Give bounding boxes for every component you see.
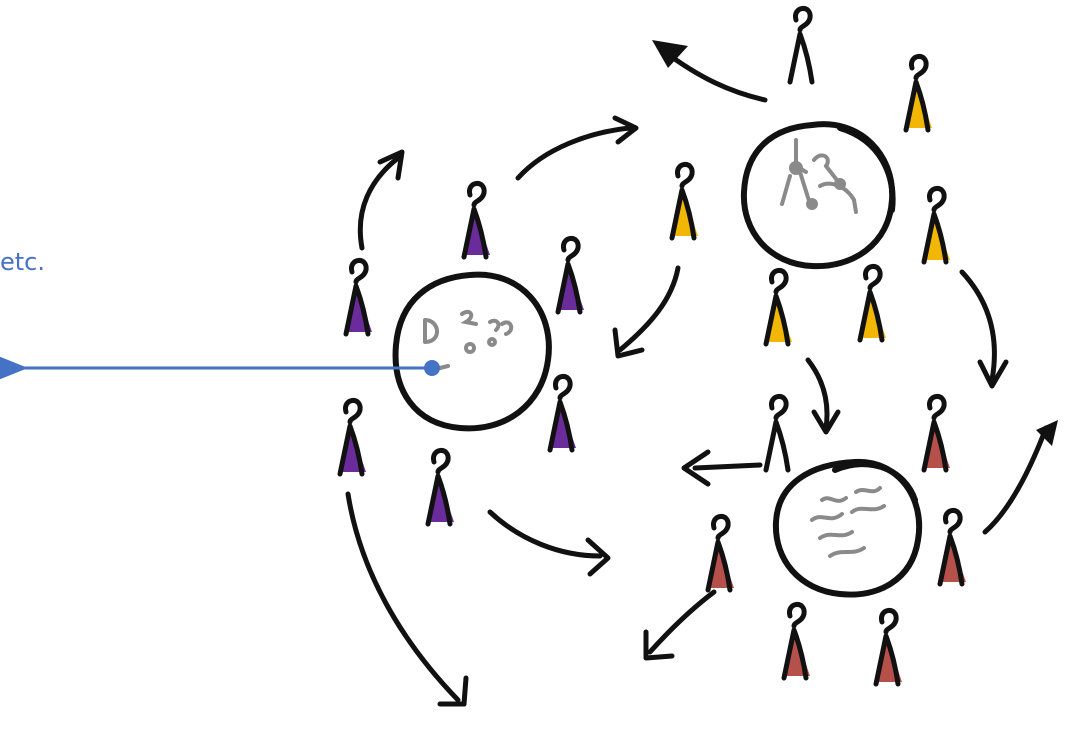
red-group-person-2 <box>705 514 734 593</box>
waves-sketch-icon <box>810 486 886 558</box>
red-group-person-1 <box>921 394 950 473</box>
yellow-group-person-3 <box>921 186 950 265</box>
pointer-origin-dot <box>424 360 440 376</box>
hub-top-right <box>740 121 896 270</box>
purple-group-person-5 <box>337 398 366 477</box>
red-group-person-5 <box>873 608 902 687</box>
yellow-group-person-1 <box>903 54 932 133</box>
flow-arrows <box>345 40 1058 707</box>
letters-sketch-icon <box>423 309 514 370</box>
red-group-person-3 <box>937 508 966 587</box>
annotation-label: etc. <box>0 248 45 276</box>
people-figures <box>337 6 966 687</box>
purple-group-person-2 <box>555 236 584 315</box>
unaffiliated-person-2 <box>763 394 791 473</box>
unaffiliated-person-1 <box>787 6 815 85</box>
red-group-person-4 <box>781 602 810 681</box>
yellow-group-person-2 <box>669 162 698 241</box>
purple-group-person-1 <box>461 181 490 260</box>
hub-bottom-right <box>772 458 923 598</box>
yellow-group-person-5 <box>857 264 886 343</box>
purple-group-person-4 <box>547 374 576 453</box>
network-sketch-icon <box>780 138 858 214</box>
purple-group-person-3 <box>343 258 372 337</box>
hub-left <box>392 271 552 432</box>
purple-group-person-6 <box>425 448 454 527</box>
yellow-group-person-4 <box>763 268 792 347</box>
